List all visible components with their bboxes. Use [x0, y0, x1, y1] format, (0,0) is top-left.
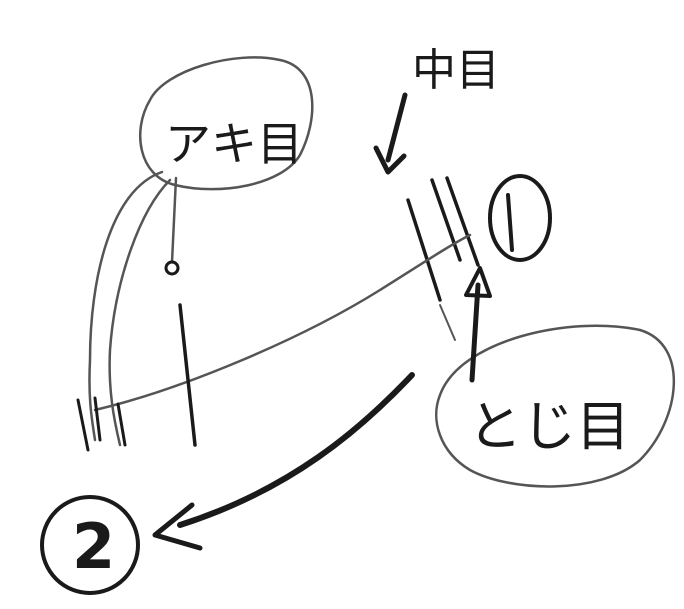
- naka-me-node: 中目: [373, 45, 500, 175]
- marker-one: [488, 174, 552, 262]
- toji-me-label: とじ目: [468, 395, 630, 458]
- up-arrow-shaft: [469, 282, 481, 383]
- aki-me-label: アキ目: [165, 117, 303, 171]
- marker-one-stroke: [506, 193, 514, 252]
- marker-one-circle: [488, 174, 552, 262]
- left-tick-3: [116, 402, 127, 447]
- drop-circle: [164, 260, 180, 276]
- left-curve-1: [88, 170, 164, 442]
- up-arrow-head: [464, 266, 492, 298]
- toji-me-node: とじ目: [435, 324, 675, 488]
- upper-stitch-marks: [406, 176, 480, 341]
- marker-two: 2: [40, 495, 140, 595]
- down-left-arrow-head: [152, 502, 203, 551]
- upper-stitch-2: [430, 178, 462, 262]
- left-curve-2: [108, 178, 172, 447]
- up-arrow: [464, 266, 492, 383]
- upper-stitch-3: [445, 176, 480, 267]
- down-left-arrow-shaft: [177, 372, 415, 528]
- marker-two-circle: [40, 495, 140, 595]
- upper-stitch-1: [406, 198, 442, 302]
- drop-indicator: [164, 176, 197, 447]
- connecting-curve: [93, 233, 472, 412]
- drop-vertical: [178, 303, 197, 447]
- upper-stitch-shadow: [439, 304, 456, 341]
- naka-me-arrowhead: [373, 145, 407, 175]
- toji-me-oval: [435, 324, 675, 488]
- left-tick-1: [76, 398, 90, 452]
- naka-me-label: 中目: [412, 45, 500, 96]
- aki-me-oval: [138, 56, 314, 191]
- left-tick-2: [93, 396, 102, 442]
- marker-two-numeral: 2: [72, 510, 115, 583]
- naka-me-arrow: [385, 92, 408, 163]
- down-left-arrow: [152, 372, 415, 551]
- drop-line: [170, 176, 178, 264]
- aki-me-node: アキ目: [138, 56, 314, 191]
- left-stitch-marks: [76, 170, 172, 452]
